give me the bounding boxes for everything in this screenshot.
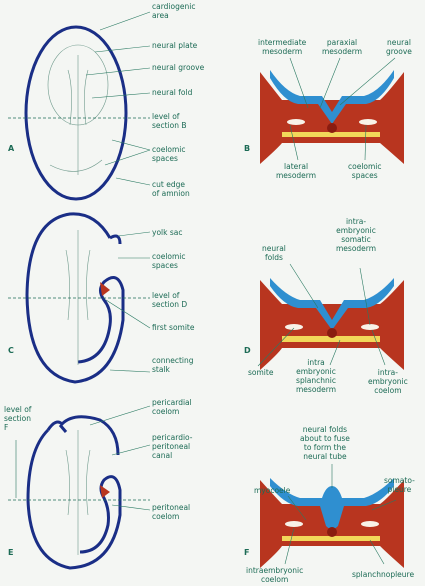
embryo-a [8,12,150,199]
leader-first-somite [106,300,150,328]
label-somite: somite [248,368,273,377]
embryo-a-outline [26,27,126,199]
label-neural-plate: neural plate [152,41,197,50]
label-peritoneal-coelom: peritoneal coelom [152,503,190,521]
label-connecting-stalk: connecting stalk [152,356,194,374]
leader-neural-fold [92,93,150,98]
section-b [260,58,404,164]
yolk-sac-edge-c [110,236,120,244]
label-intra-embryonic-coelom-d: intra- embryonic coelom [368,368,408,395]
label-neural-folds-fuse: neural folds about to fuse to form the n… [300,425,350,461]
coelom-f-right [361,521,379,527]
label-cut-edge-amnion: cut edge of amnion [152,180,190,198]
leader-coelomic-a [112,140,150,150]
label-pericardio-peritoneal-canal: pericardio- peritoneal canal [152,433,193,460]
label-level-section-f: level of section F [4,405,31,432]
notochord-b [327,123,337,133]
label-neural-fold: neural fold [152,88,192,97]
label-intraembryonic-coelom-f: intraembryonic coelom [246,566,303,584]
label-splanchnopleure: splanchnopleure [352,570,414,579]
panel-letter-f: F [244,548,249,557]
label-first-somite: first somite [152,323,194,332]
coelom-b-left [287,119,305,125]
leader-stalk [110,370,150,372]
label-pericardial-coelom: pericardial coelom [152,398,192,416]
coelom-a [50,160,102,171]
leader-peritoneal [112,505,150,510]
label-neural-folds-d: neural folds [262,244,286,262]
notochord-d [327,328,337,338]
panel-letter-d: D [244,346,251,355]
notochord-f [327,527,337,537]
leader-cardiogenic [100,12,150,30]
label-neural-groove-a: neural groove [152,63,204,72]
coelom-f-left [285,521,303,527]
panel-letter-a: A [8,144,14,153]
section-f [260,464,404,568]
leader-pericardial [90,406,150,425]
coelom-d-left [285,324,303,330]
pericardial-gap-e [60,425,66,432]
leader-yolk-sac [118,232,150,236]
leader-coelomic-a2 [105,150,150,165]
label-cardiogenic-area: cardiogenic area [152,2,195,20]
panel-letter-c: C [8,346,14,355]
embryo-e-head [48,417,118,455]
label-paraxial-mesoderm: paraxial mesoderm [322,38,362,56]
label-coelomic-spaces-c: coelomic spaces [152,252,186,270]
label-level-section-d: level of section D [152,291,187,309]
label-myocoele: myocoele [254,486,290,495]
label-level-section-b: level of section B [152,112,187,130]
label-coelomic-spaces-a: coelomic spaces [152,145,186,163]
label-somatopleure: somato- pleure [384,476,415,494]
label-lateral-mesoderm: lateral mesoderm [276,162,316,180]
label-intermediate-mesoderm: intermediate mesoderm [258,38,306,56]
panel-letter-b: B [244,144,250,153]
label-intra-somatic-mesoderm: intra- embryonic somatic mesoderm [336,217,376,253]
label-neural-groove-b: neural groove [386,38,412,56]
coelom-b-right [359,119,377,125]
label-intra-splanchnic-mesoderm: intra embryonic splanchnic mesoderm [296,358,336,394]
panel-letter-e: E [8,548,13,557]
leader-neural-plate [95,46,150,52]
label-yolk-sac: yolk sac [152,228,182,237]
label-coelomic-spaces-b: coelomic spaces [348,162,382,180]
leader-cut-edge [116,178,150,185]
embryo-e-outline [28,430,120,568]
section-d [258,264,404,370]
embryo-c [8,214,150,382]
